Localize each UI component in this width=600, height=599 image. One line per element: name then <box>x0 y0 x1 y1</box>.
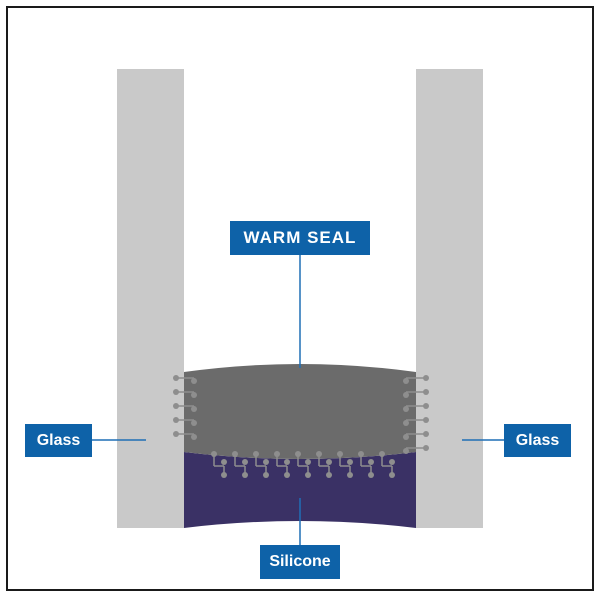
molecule-chain <box>173 375 197 384</box>
molecule-chain <box>211 451 227 478</box>
molecule-chains-left <box>173 375 197 440</box>
silicone-layer <box>184 452 416 528</box>
molecule-chain <box>379 451 395 478</box>
molecule-chain <box>403 403 429 412</box>
molecule-chain <box>403 431 429 440</box>
molecule-chains-bottom <box>211 451 395 478</box>
molecule-chain <box>173 403 197 412</box>
glass-pane-left <box>117 69 184 528</box>
molecule-chain <box>403 445 429 454</box>
molecule-chain <box>295 451 311 478</box>
label-glass-right: Glass <box>504 424 571 457</box>
molecule-chain <box>403 417 429 426</box>
molecule-chain <box>337 451 353 478</box>
molecule-chain <box>253 451 269 478</box>
molecule-chains-right <box>403 375 429 454</box>
molecule-chain <box>358 451 374 478</box>
label-warm-seal: WARM SEAL <box>230 221 370 255</box>
molecule-chain <box>173 417 197 426</box>
molecule-chain <box>173 431 197 440</box>
warm-seal-spacer <box>184 364 416 459</box>
molecule-chain <box>173 389 197 398</box>
glass-pane-right <box>416 69 483 528</box>
diagram-frame <box>6 6 594 591</box>
molecule-chain <box>232 451 248 478</box>
molecule-chain <box>274 451 290 478</box>
molecule-chain <box>403 375 429 384</box>
molecule-chain <box>316 451 332 478</box>
label-silicone: Silicone <box>260 545 340 579</box>
label-glass-left: Glass <box>25 424 92 457</box>
molecule-chain <box>403 389 429 398</box>
